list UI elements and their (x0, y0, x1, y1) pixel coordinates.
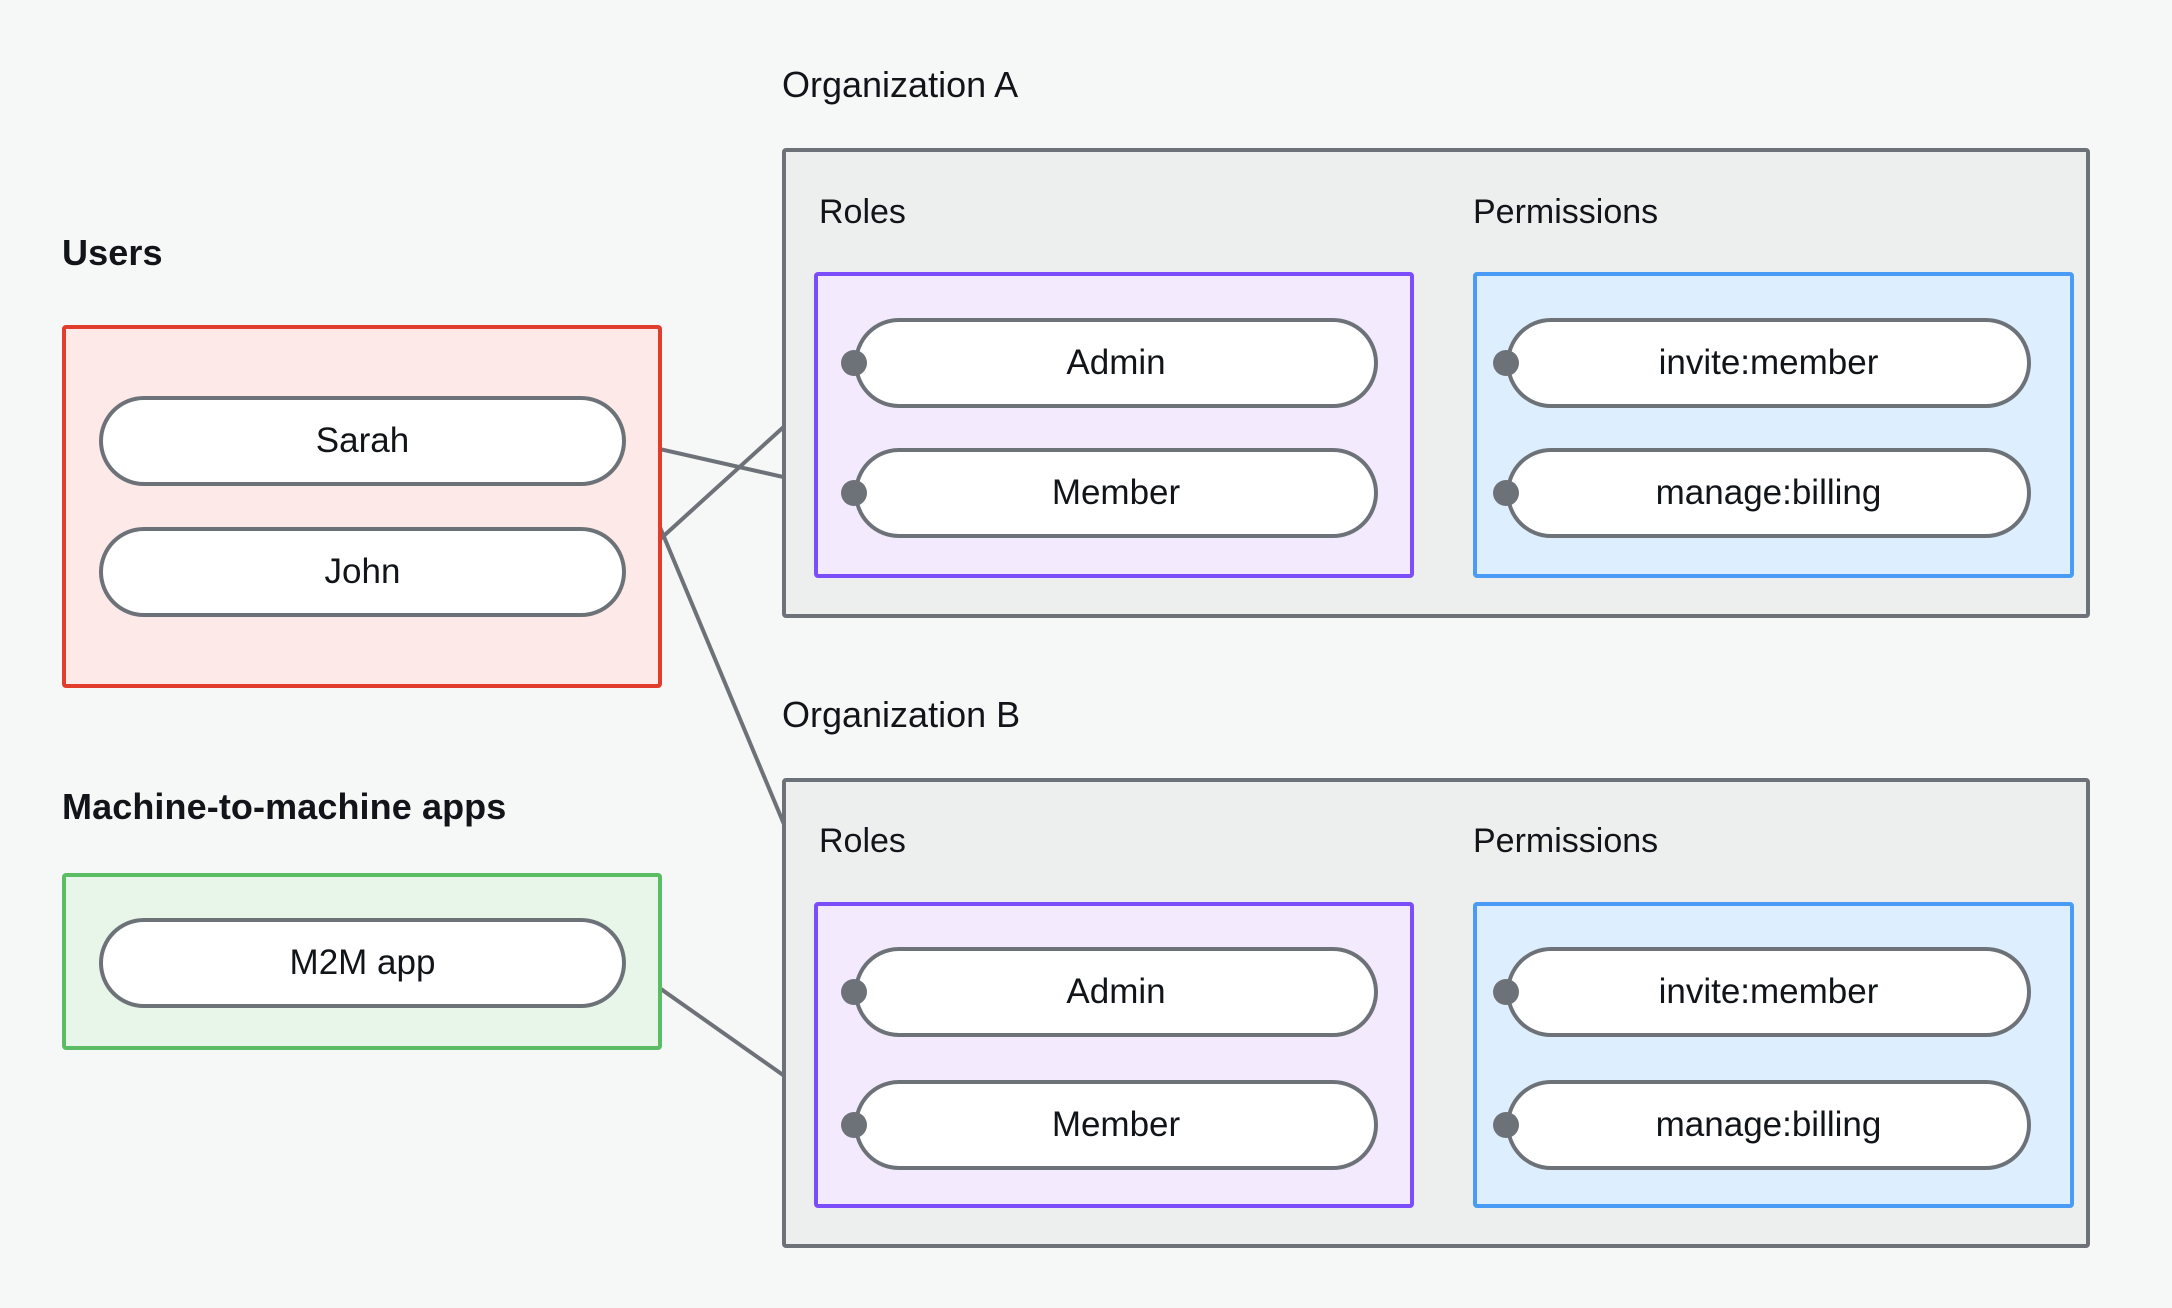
users-group-label: Users (62, 232, 163, 273)
org-b-permission-pill-invite-member[interactable]: invite:member (1506, 947, 2031, 1037)
org-b-permission-pill-manage-billing-label: manage:billing (1655, 1105, 1882, 1144)
org-a-role-pill-admin[interactable]: Admin (854, 318, 1378, 408)
user-pill-sarah[interactable]: Sarah (99, 396, 626, 486)
org-b-permissions-label: Permissions (1473, 822, 1659, 860)
org-a-role-pill-member-label: Member (1051, 473, 1181, 512)
org-b-role-pill-admin[interactable]: Admin (854, 947, 1378, 1037)
user-pill-sarah-label: Sarah (315, 421, 410, 460)
org-a-role-pill-member[interactable]: Member (854, 448, 1378, 538)
m2m-group-label: Machine-to-machine apps (62, 786, 507, 827)
users-container (62, 325, 662, 688)
organization-a-label: Organization A (782, 64, 1019, 105)
org-b-role-pill-member-label: Member (1051, 1105, 1181, 1144)
user-pill-john-label: John (324, 552, 401, 591)
m2m-pill-app-label: M2M app (289, 943, 436, 982)
organization-b-label: Organization B (782, 694, 1021, 735)
org-b-permission-pill-invite-member-label: invite:member (1658, 972, 1879, 1011)
org-b-role-pill-member[interactable]: Member (854, 1080, 1378, 1170)
org-b-roles-label: Roles (819, 822, 906, 860)
m2m-pill-app[interactable]: M2M app (99, 918, 626, 1008)
org-a-permission-pill-manage-billing[interactable]: manage:billing (1506, 448, 2031, 538)
user-pill-john[interactable]: John (99, 527, 626, 617)
org-b-permission-pill-manage-billing[interactable]: manage:billing (1506, 1080, 2031, 1170)
org-a-permission-pill-invite-member[interactable]: invite:member (1506, 318, 2031, 408)
org-a-permission-pill-manage-billing-label: manage:billing (1655, 473, 1882, 512)
org-b-role-pill-admin-label: Admin (1066, 972, 1166, 1011)
org-a-role-pill-admin-label: Admin (1066, 343, 1166, 382)
org-a-permission-pill-invite-member-label: invite:member (1658, 343, 1879, 382)
org-a-roles-label: Roles (819, 193, 906, 231)
org-a-permissions-label: Permissions (1473, 193, 1659, 231)
